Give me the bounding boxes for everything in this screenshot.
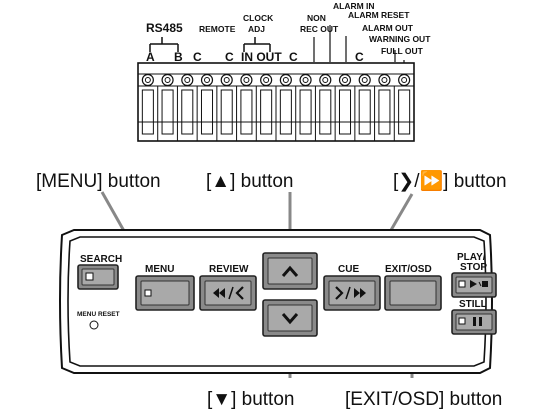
terminal-screw: [378, 73, 391, 87]
cue-forward-icon: [335, 286, 366, 300]
terminal-slot: [319, 89, 332, 135]
up-button[interactable]: [262, 252, 318, 290]
square-icon: [85, 272, 94, 281]
pin-c4: C: [355, 50, 364, 64]
terminal-slot: [358, 89, 371, 135]
play-stop-icon: [458, 280, 488, 288]
terminal-slot: [141, 89, 154, 135]
panel-label-cue: CUE: [338, 264, 359, 275]
terminal-screw: [338, 73, 352, 87]
still-button[interactable]: [451, 309, 497, 335]
square-icon: [144, 289, 152, 297]
terminal-screw: [181, 73, 194, 87]
terminal-slot: [338, 89, 352, 135]
label-alarm-in: ALARM IN: [333, 1, 375, 11]
panel-label-stop: STOP: [460, 262, 487, 273]
terminal-slot: [181, 89, 194, 135]
pause-icon: [458, 317, 482, 326]
down-arrow-icon: [281, 313, 299, 325]
terminal-slot: [378, 89, 391, 135]
panel-label-search: SEARCH: [80, 254, 122, 265]
panel-label-menu-reset: MENU RESET: [77, 311, 120, 318]
terminal-screw: [358, 73, 371, 87]
up-arrow-icon: [281, 265, 299, 277]
label-warning-out: WARNING OUT: [369, 34, 431, 44]
terminal-slot: [200, 89, 214, 135]
rewind-review-icon: [213, 286, 244, 300]
callout-up-button: [▲] button: [206, 171, 293, 192]
pin-a: A: [146, 50, 155, 64]
pin-in-out: IN OUT: [241, 50, 282, 64]
callout-menu-button: [MENU] button: [36, 171, 161, 192]
terminal-screw: [200, 73, 214, 87]
pin-c2: C: [225, 50, 234, 64]
terminal-screw: [319, 73, 332, 87]
play-stop-button[interactable]: [451, 272, 497, 298]
pin-c1: C: [193, 50, 202, 64]
terminal-screw: [299, 73, 312, 87]
terminal-slot: [398, 89, 411, 135]
terminal-slot: [260, 89, 273, 135]
label-non: NON: [307, 13, 326, 23]
panel-label-play: PLAY/: [457, 252, 486, 263]
terminal-slot: [299, 89, 312, 135]
terminal-screw: [240, 73, 253, 87]
terminal-block: RS485 CLOCK ADJ REMOTE NON REC OUT ALARM…: [137, 1, 431, 142]
label-remote: REMOTE: [199, 24, 236, 34]
label-full-out: FULL OUT: [381, 46, 424, 56]
terminal-screw: [260, 73, 273, 87]
terminal-slot: [220, 89, 233, 135]
terminal-screw: [398, 73, 411, 87]
pin-b: B: [174, 50, 183, 64]
callout-cue-button: [❯/⏩] button: [393, 169, 507, 192]
terminal-slot: [161, 89, 174, 135]
label-alarm-reset: ALARM RESET: [348, 10, 410, 20]
callout-exit-osd-button: [EXIT/OSD] button: [345, 389, 502, 410]
panel-label-still: STILL: [459, 299, 487, 310]
label-alarm-out: ALARM OUT: [362, 23, 414, 33]
down-button[interactable]: [262, 299, 318, 337]
label-adj: ADJ: [248, 24, 265, 34]
cue-button[interactable]: [323, 275, 381, 311]
panel-label-menu: MENU: [145, 264, 174, 275]
search-button[interactable]: [77, 264, 119, 290]
terminal-screw: [141, 73, 154, 87]
panel-label-exit-osd: EXIT/OSD: [385, 264, 432, 275]
label-rs485: RS485: [146, 21, 183, 35]
label-clock: CLOCK: [243, 13, 274, 23]
terminal-slot: [240, 89, 253, 135]
menu-reset-hole[interactable]: [89, 320, 99, 330]
label-rec-out: REC OUT: [300, 24, 339, 34]
terminal-screw: [161, 73, 174, 87]
pin-c3: C: [289, 50, 298, 64]
terminal-screw: [220, 73, 233, 87]
terminal-slot: [279, 89, 292, 135]
terminal-screw: [279, 73, 292, 87]
review-button[interactable]: [199, 275, 257, 311]
callout-down-button: [▼] button: [207, 389, 294, 410]
exit-osd-button[interactable]: [384, 275, 442, 311]
front-panel: SEARCH MENU REVIEW CUE EXIT/OSD PLAY/ ST…: [59, 229, 497, 374]
panel-label-review: REVIEW: [209, 264, 249, 275]
menu-button[interactable]: [135, 275, 195, 311]
